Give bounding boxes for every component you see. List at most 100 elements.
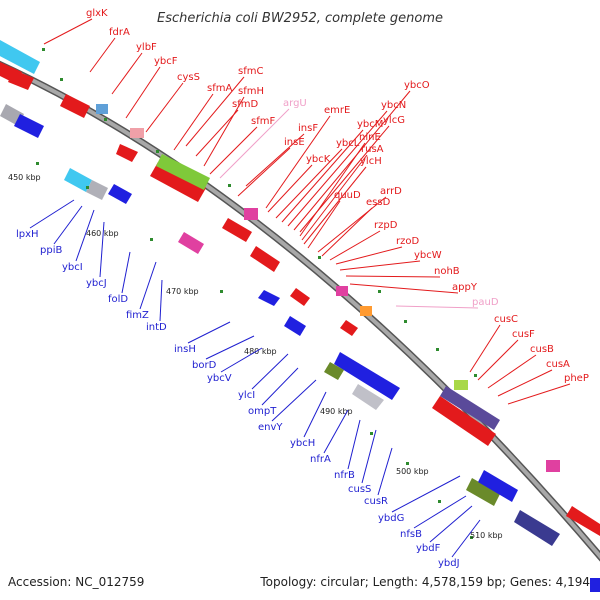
gene-label[interactable]: ybcN [381,100,406,111]
gene-label[interactable]: rzoD [396,236,419,247]
kbp-marker: 460 kbp [86,229,119,238]
gene-leader-line [303,166,367,245]
gene-label[interactable]: fimZ [126,310,149,321]
gene-leader-line [361,429,377,484]
gene-leader-line [323,409,349,454]
map-title: Escherichia coli BW2952, complete genome [157,11,443,26]
kbp-marker: 450 kbp [8,173,41,182]
gene-leader-line [265,115,331,209]
gene-label[interactable]: ybcW [414,250,442,261]
gene-leader-line [267,164,313,213]
gene-label[interactable]: ybcI [62,262,83,273]
gene-label[interactable]: rzpD [374,220,398,231]
gene-label[interactable]: ybcF [154,56,178,67]
gene-label[interactable]: intD [146,322,167,333]
gene-label[interactable]: ylcI [238,390,255,401]
accession-text: Accession: NC_012759 [8,575,144,589]
gene-label[interactable]: nohB [434,266,460,277]
gene-label[interactable]: argU [283,98,307,109]
kbp-marker: 490 kbp [320,407,353,416]
gene-label[interactable]: ylbF [136,42,157,53]
gene-label[interactable]: insE [284,137,305,148]
gene-leader-line [335,246,403,265]
gene-label[interactable]: ybcH [290,438,315,449]
kbp-marker: 480 kbp [244,347,277,356]
gene-label[interactable]: pauD [472,297,499,308]
gene-label[interactable]: ybdJ [438,558,460,569]
gene-leader-line [145,82,184,133]
gene-label[interactable]: ybdF [416,543,441,554]
gene-leader-line [75,209,95,262]
gene-label[interactable]: ninE [359,132,381,143]
gene-label[interactable]: cusB [530,344,554,355]
gene-leader-line [391,475,461,513]
gene-label[interactable]: ompT [248,406,277,417]
gene-label[interactable]: nfsB [400,529,422,540]
gene-leader-line [219,108,290,179]
gene-label[interactable]: emrE [324,105,350,116]
gene-label[interactable]: sfmC [238,66,263,77]
gene-label[interactable]: borD [192,360,217,371]
gene-leader-line [251,353,289,390]
gene-label[interactable]: pheP [564,373,589,384]
gene-leader-line [395,305,479,309]
gene-leader-line [195,109,239,157]
gene-leader-line [187,321,231,344]
gene-label[interactable]: ybcJ [86,278,107,289]
gene-label[interactable]: quuD [334,190,361,201]
gene-label[interactable]: ylcH [360,156,382,167]
gene-label[interactable]: fdrA [109,27,130,38]
gene-leader-line [347,419,361,470]
gene-label[interactable]: glxK [86,8,108,19]
gene-leader-line [99,221,105,278]
gene-label[interactable]: arrD [380,186,402,197]
gene-label[interactable]: ybdG [378,513,404,524]
gene-label[interactable]: ybcM [357,119,383,130]
gene-leader-line [507,383,571,405]
gene-leader-line [487,354,537,389]
gene-leader-line [111,52,143,95]
gene-label[interactable]: nfrA [310,454,331,465]
forward-features [0,62,600,536]
gene-label[interactable]: folD [108,294,128,305]
gene-leader-line [293,90,411,231]
gene-label[interactable]: essD [366,197,391,208]
gene-label[interactable]: ppiB [40,245,62,256]
gene-leader-line [497,369,553,397]
gene-label[interactable]: cusS [348,484,371,495]
gene-label[interactable]: cusA [546,359,570,370]
gene-label[interactable]: cusR [364,496,388,507]
kbp-marker: 500 kbp [396,467,429,476]
gene-label[interactable]: appY [452,282,478,293]
gene-leader-line [245,133,305,187]
gene-leader-line [413,495,467,529]
gene-leader-line [377,447,393,496]
gene-label[interactable]: sfmD [232,99,258,110]
gene-label[interactable]: ylcG [383,115,405,126]
kbp-marker: 510 kbp [470,531,503,540]
gene-leader-line [451,519,481,558]
gene-label[interactable]: sfmH [238,86,264,97]
gene-label[interactable]: ybcL [336,138,360,149]
gene-leader-line [303,391,327,438]
gene-label[interactable]: ybcK [306,154,331,165]
gene-leader-line [203,96,245,167]
gene-label[interactable]: rusA [361,144,384,155]
gene-label[interactable]: ybcV [207,373,232,384]
gene-label[interactable]: insF [298,123,318,134]
gene-leader-line [469,324,501,373]
gene-leader-line [185,76,245,147]
gene-label[interactable]: lpxH [16,229,39,240]
reverse-features [0,40,600,592]
gene-label[interactable]: ybcO [404,80,430,91]
gene-label[interactable]: sfmF [251,116,275,127]
gene-label[interactable]: envY [258,422,283,433]
gene-label[interactable]: sfmA [207,83,232,94]
gene-leader-line [281,129,364,223]
gene-label[interactable]: nfrB [334,470,355,481]
gene-label[interactable]: cusC [494,314,518,325]
gene-label[interactable]: cusF [512,329,535,340]
gene-label[interactable]: insH [174,344,196,355]
gene-label[interactable]: cysS [177,72,200,83]
